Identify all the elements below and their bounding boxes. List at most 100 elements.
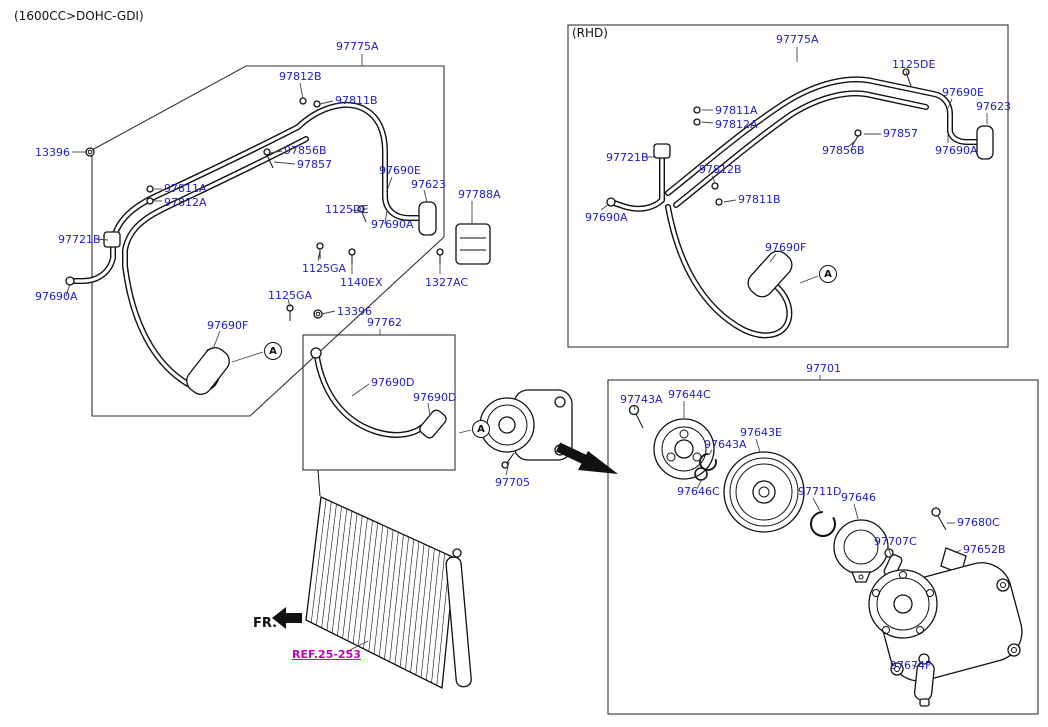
leader-line bbox=[287, 298, 291, 308]
compressor-exploded bbox=[628, 404, 1023, 707]
leader-line bbox=[269, 150, 283, 154]
condenser-fin bbox=[415, 546, 430, 675]
grommet-97812A bbox=[146, 197, 154, 205]
bracket-97788A bbox=[455, 223, 491, 265]
rhd-clip-97811B bbox=[715, 198, 723, 206]
hose-97762-box bbox=[302, 334, 456, 471]
condenser-fin bbox=[420, 548, 435, 678]
discharge-pipe bbox=[295, 101, 424, 221]
clip-97811B bbox=[313, 100, 321, 108]
leader-line bbox=[633, 405, 636, 411]
condenser-fin bbox=[342, 513, 358, 639]
rhd-grommet-97812A bbox=[693, 118, 701, 126]
leader-line bbox=[799, 275, 819, 284]
service-valve-97674F bbox=[913, 653, 935, 707]
leader-lines bbox=[65, 47, 988, 668]
leader-line bbox=[600, 203, 610, 211]
leader-line bbox=[755, 438, 761, 453]
liquid-hose-97762 bbox=[314, 354, 430, 438]
bolt-1140EX bbox=[348, 248, 356, 256]
condenser-fin bbox=[321, 504, 337, 628]
main-hardware bbox=[85, 97, 515, 469]
leader-line bbox=[701, 121, 714, 124]
leader-line bbox=[423, 189, 428, 203]
leader-line bbox=[95, 238, 109, 241]
rhd-bolt-97812B bbox=[711, 182, 719, 190]
condenser-fin bbox=[347, 515, 363, 641]
condenser-fins bbox=[310, 499, 451, 686]
rhd-hose-assembly bbox=[606, 68, 994, 339]
leader-line bbox=[905, 70, 908, 77]
rhd-suction-muffler-97690F bbox=[747, 250, 793, 298]
leader-line bbox=[387, 176, 393, 189]
leader-line bbox=[708, 449, 713, 456]
leader-line bbox=[65, 283, 71, 297]
condenser bbox=[305, 469, 472, 690]
condenser-fin bbox=[378, 529, 394, 657]
leader-line bbox=[812, 497, 821, 512]
bolt-1125GA bbox=[316, 242, 324, 250]
leader-line bbox=[384, 209, 388, 225]
bolt-97743A bbox=[628, 404, 640, 416]
condenser-fin bbox=[384, 532, 399, 660]
field-coil-97646 bbox=[833, 519, 889, 575]
receiver-drier bbox=[445, 556, 472, 688]
leader-line bbox=[505, 461, 510, 476]
leader-line bbox=[723, 199, 737, 203]
condenser-fin bbox=[431, 553, 445, 683]
detail-arrow bbox=[555, 442, 618, 474]
condenser-fin bbox=[410, 543, 425, 673]
leader-line bbox=[299, 82, 304, 100]
leader-line bbox=[853, 503, 859, 520]
bolt-97680C bbox=[931, 507, 941, 517]
leader-line bbox=[273, 161, 296, 165]
stud-97857 bbox=[263, 148, 271, 156]
main-diagram-boundary bbox=[91, 65, 445, 417]
leader-line bbox=[212, 330, 221, 350]
leader-line bbox=[345, 640, 369, 653]
fr-arrow bbox=[272, 607, 302, 629]
shim-97646C bbox=[694, 467, 708, 481]
bolt-1327AC bbox=[436, 248, 444, 256]
leader-line bbox=[769, 253, 777, 263]
nut-13396-2 bbox=[313, 309, 323, 319]
condenser-fin bbox=[337, 511, 353, 636]
condenser-fin bbox=[426, 550, 440, 681]
suction-muffler-97690F bbox=[186, 347, 230, 395]
rhd-fitting-97721B bbox=[653, 143, 671, 159]
condenser-fin bbox=[389, 534, 404, 662]
rhd-pipe-cap-97623 bbox=[976, 125, 994, 160]
leader-line bbox=[911, 664, 919, 668]
leader-line bbox=[887, 547, 893, 558]
leader-line bbox=[696, 480, 702, 490]
leader-line bbox=[847, 139, 857, 148]
condenser-fin bbox=[310, 499, 327, 623]
snap-ring-97711D bbox=[810, 511, 836, 537]
leader-line bbox=[947, 98, 953, 109]
leader-line bbox=[427, 402, 431, 417]
leader-line bbox=[351, 209, 361, 212]
condenser-fin bbox=[358, 520, 373, 647]
leader-line bbox=[458, 429, 472, 434]
condenser-fin bbox=[405, 541, 420, 670]
rhd-grommet-97811A bbox=[693, 106, 701, 114]
leader-line bbox=[319, 100, 334, 105]
snap-ring-97643A bbox=[699, 453, 717, 471]
leader-line bbox=[317, 249, 321, 262]
pipe-cap-97623 bbox=[418, 201, 437, 236]
compressor-box bbox=[607, 379, 1039, 715]
leader-line bbox=[954, 549, 962, 554]
condenser-fin bbox=[326, 506, 342, 631]
leader-line bbox=[231, 351, 264, 363]
main-hose-assembly bbox=[65, 101, 447, 439]
condenser-fin bbox=[394, 536, 409, 665]
condenser-fin bbox=[373, 527, 389, 655]
condenser-fin bbox=[331, 508, 348, 634]
leader-line bbox=[321, 310, 336, 315]
grommet-97811A bbox=[146, 185, 154, 193]
condenser-fin bbox=[368, 525, 384, 652]
condenser-fin bbox=[399, 539, 415, 668]
leader-line bbox=[351, 383, 370, 397]
